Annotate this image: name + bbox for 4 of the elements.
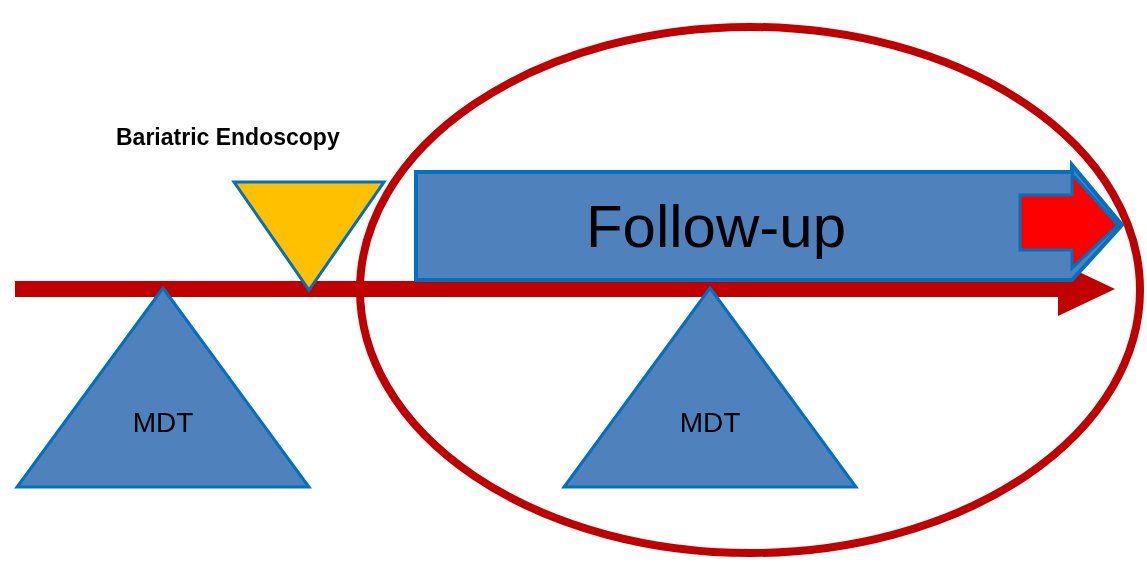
triangle-label: MDT bbox=[132, 406, 194, 440]
arrow-label: Follow-up bbox=[585, 197, 847, 257]
triangle-label: MDT bbox=[679, 406, 741, 440]
marker-label: Bariatric Endoscopy bbox=[116, 123, 340, 152]
